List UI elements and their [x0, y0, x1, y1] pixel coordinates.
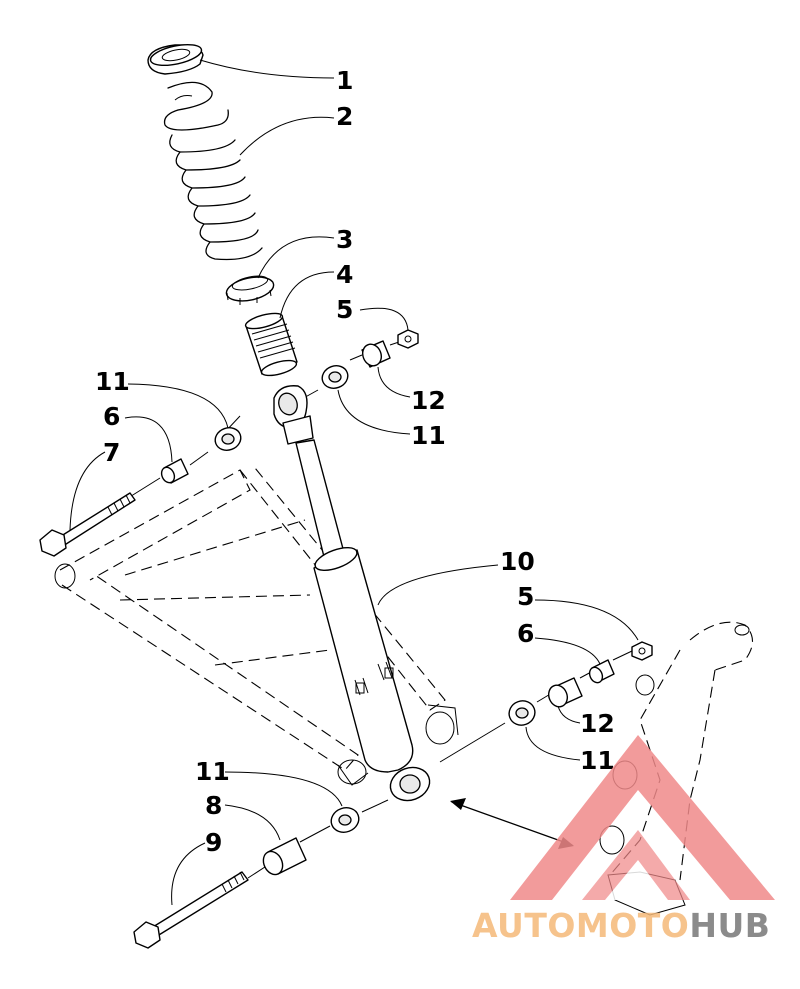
callout-6-lower: 6 [517, 619, 534, 648]
dust-boot [244, 312, 298, 377]
callout-5-upper: 5 [336, 295, 353, 324]
callout-12-upper: 12 [411, 386, 446, 415]
callout-1: 1 [336, 66, 353, 95]
callout-11-upper-left: 11 [95, 367, 130, 396]
coil-spring [163, 81, 263, 261]
callout-11-lower-left: 11 [195, 757, 230, 786]
shock-absorber [273, 385, 431, 802]
watermark-logo: AUTOMOTOHUB [472, 735, 775, 945]
leader-lines [69, 59, 639, 906]
callout-11-lower-right: 11 [580, 746, 615, 775]
callout-2: 2 [336, 102, 353, 131]
watermark-triangle-cutout [605, 860, 668, 900]
assembly-axis-lines [127, 340, 633, 879]
adjuster-ring [225, 275, 275, 305]
callout-8: 8 [205, 791, 222, 820]
callout-labels: 1 2 3 4 5 12 11 11 6 7 10 5 6 12 11 11 8… [95, 66, 615, 857]
watermark-text-automoto: AUTOMOTO [472, 906, 689, 945]
double-arrow [450, 798, 574, 849]
callout-10: 10 [500, 547, 535, 576]
svg-text:AUTOMOTOHUB: AUTOMOTOHUB [472, 906, 770, 945]
callout-3: 3 [336, 225, 353, 254]
watermark-triangle-outer [510, 735, 775, 900]
callout-7: 7 [103, 438, 120, 467]
callout-9: 9 [205, 828, 222, 857]
upper-hardware [39, 329, 419, 557]
callout-12-lower: 12 [580, 709, 615, 738]
callout-6-upper: 6 [103, 402, 120, 431]
watermark-text-hub: HUB [689, 906, 770, 945]
callout-4: 4 [336, 260, 353, 289]
spring-retainer [147, 43, 204, 75]
callout-5-lower: 5 [517, 582, 534, 611]
lower-hardware [133, 641, 653, 949]
callout-11-upper-right: 11 [411, 421, 446, 450]
